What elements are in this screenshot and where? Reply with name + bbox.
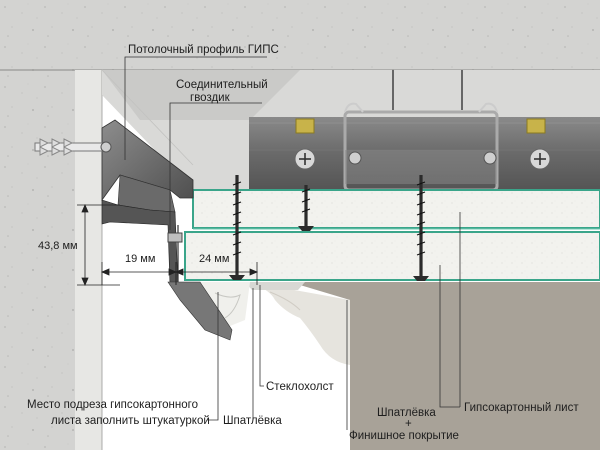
label-fiberglass: Стеклохолст [266,381,334,393]
leader-lines [124,56,461,430]
label-finish-plus: + [405,418,412,430]
dim-19-label: 19 мм [125,253,155,265]
label-putty: Шпатлёвка [223,415,282,427]
dimension-lines [77,203,259,287]
dim-24-label: 24 мм [199,253,229,265]
hanger-rods [392,70,463,110]
bracket-screws [294,118,551,170]
drywall-sheets [184,189,600,281]
wall-plaster [75,70,103,450]
drywall-screws [229,175,429,281]
wall-dowel [34,138,112,156]
label-connector-nail-line2: гвоздик [190,92,231,104]
label-finish-line2: Финишное покрытие [349,430,459,442]
diagram-labels: Потолочный профиль ГИПС Соединительный г… [27,44,579,442]
label-connector-nail-line1: Соединительный [176,79,268,91]
label-drywall: Гипсокартонный лист [464,402,579,414]
label-undercut-line2: листа заполнить штукатуркой [51,415,210,427]
finish-coat [245,282,600,450]
label-undercut-line1: Место подреза гипсокартонного [27,399,198,411]
dim-height-label: 43,8 мм [38,240,78,252]
label-finish-line1: Шпатлёвка [377,407,436,419]
label-ceiling-profile: Потолочный профиль ГИПС [128,44,279,56]
